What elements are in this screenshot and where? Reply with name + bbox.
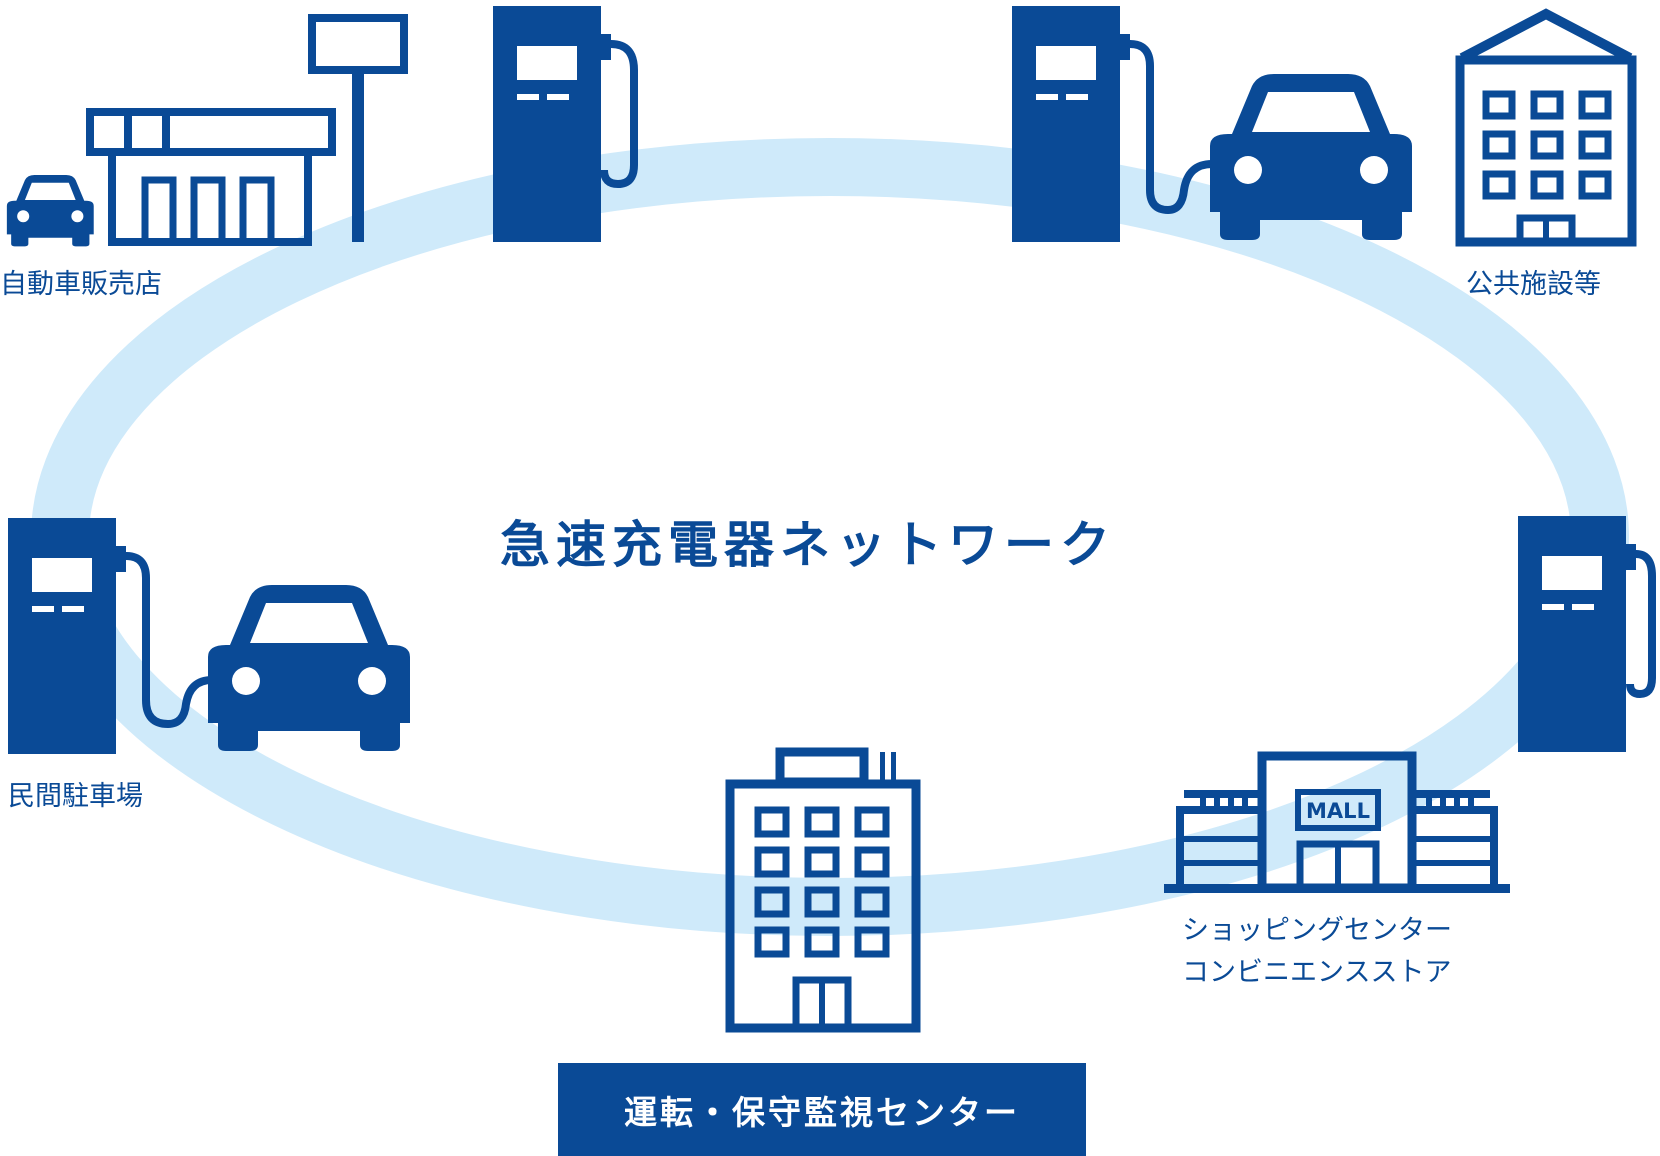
charger-icon	[1012, 6, 1213, 242]
charger-with-car	[8, 518, 410, 754]
public-building-icon	[1455, 8, 1637, 247]
charger-icon	[493, 6, 638, 242]
label-public-facility: 公共施設等	[1466, 269, 1601, 300]
car-icon	[208, 585, 410, 751]
mall-sign: MALL	[1306, 799, 1370, 823]
charger-icon	[8, 518, 213, 754]
label-car-dealer: 自動車販売店	[0, 269, 162, 300]
charger-icon	[1518, 516, 1656, 752]
label-private-parking: 民間駐車場	[8, 781, 143, 812]
monitoring-center-label: 運転・保守監視センター	[624, 1092, 1020, 1132]
charger-with-car	[1012, 6, 1412, 242]
office-building-icon	[725, 747, 921, 1033]
label-shopping-center: ショッピングセンター	[1182, 915, 1452, 946]
small-car-icon	[6, 175, 94, 247]
convenience-store-icon	[86, 14, 408, 246]
mall-icon	[1164, 751, 1510, 893]
diagram-title: 急速充電器ネットワーク	[500, 516, 1116, 574]
label-convenience-store: コンビニエンスストア	[1182, 957, 1452, 988]
car-icon	[1210, 74, 1412, 240]
monitoring-center-box: 運転・保守監視センター	[558, 1063, 1086, 1156]
